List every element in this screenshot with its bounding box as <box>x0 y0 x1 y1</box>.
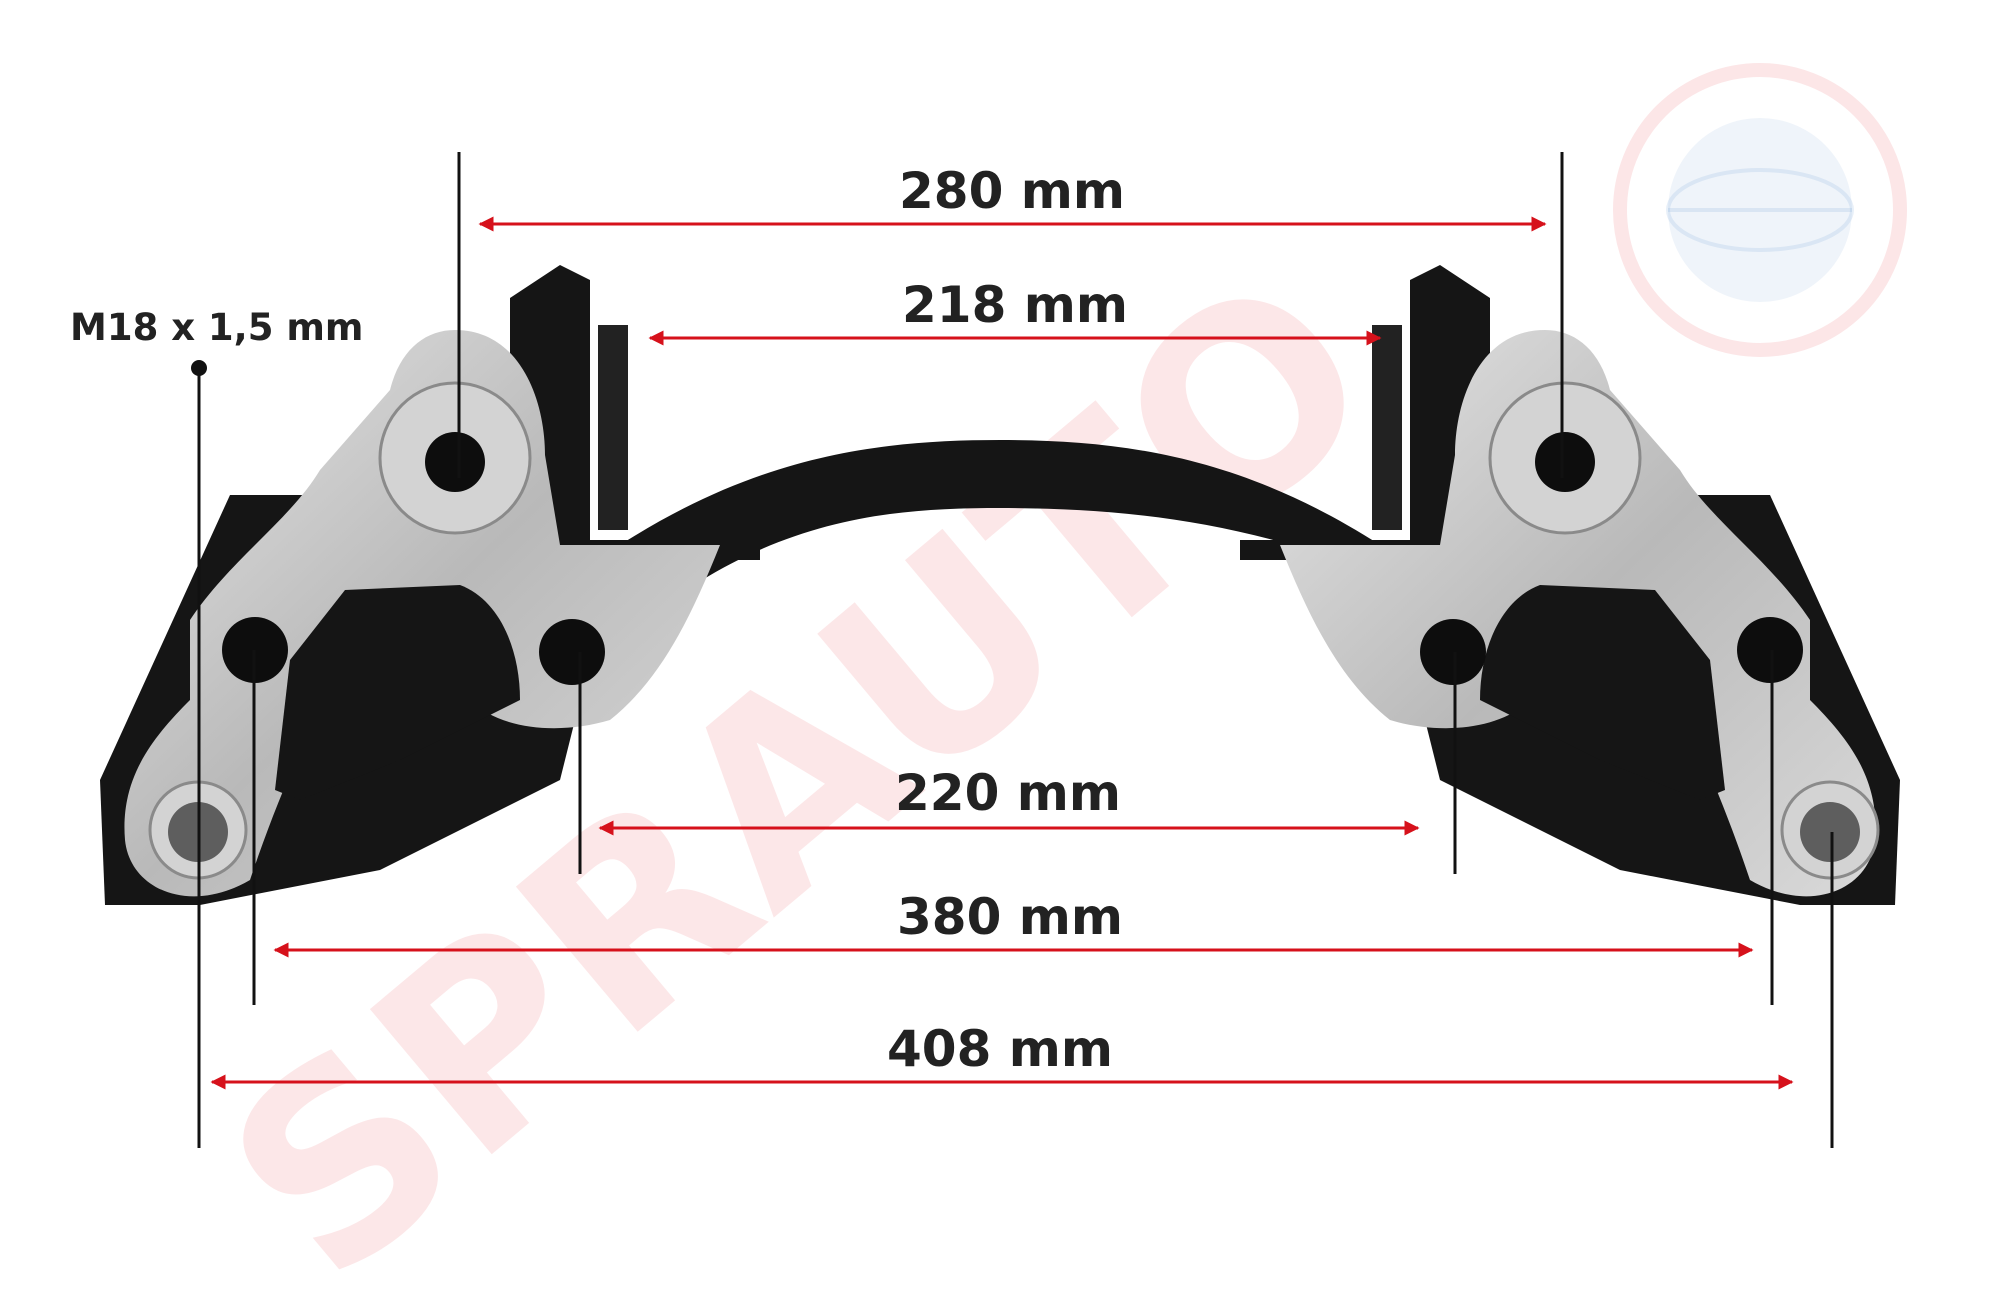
right-threaded-hole <box>1800 802 1860 862</box>
thread-callout-dot <box>191 360 207 376</box>
right-upper-hole <box>1535 432 1595 492</box>
dim-label-220: 220 mm <box>895 764 1121 822</box>
left-recess <box>275 585 520 800</box>
right-inner-hole <box>1420 619 1486 685</box>
guide-lines <box>197 152 1834 1148</box>
left-inner-hole <box>539 619 605 685</box>
dim-label-380: 380 mm <box>897 888 1123 946</box>
dim-label-280: 280 mm <box>899 162 1125 220</box>
dimension-arrows <box>210 216 1794 1090</box>
globe-logo-icon <box>1613 63 1907 357</box>
right-recess <box>1480 585 1725 800</box>
left-upper-hole <box>425 432 485 492</box>
center-bridge <box>620 440 1380 640</box>
thread-label: M18 x 1,5 mm <box>70 306 363 349</box>
caliper-carrier <box>100 265 1900 905</box>
right-pad-slot <box>1372 325 1402 530</box>
dim-label-218: 218 mm <box>902 276 1128 334</box>
left-pad-abutment <box>510 265 760 580</box>
dim-label-408: 408 mm <box>887 1020 1113 1078</box>
right-outer-hole <box>1737 617 1803 683</box>
dimension-labels: 280 mm 218 mm 220 mm 380 mm 408 mm <box>887 162 1128 1078</box>
left-pad-slot <box>598 325 628 530</box>
right-pad-abutment <box>1240 265 1490 580</box>
